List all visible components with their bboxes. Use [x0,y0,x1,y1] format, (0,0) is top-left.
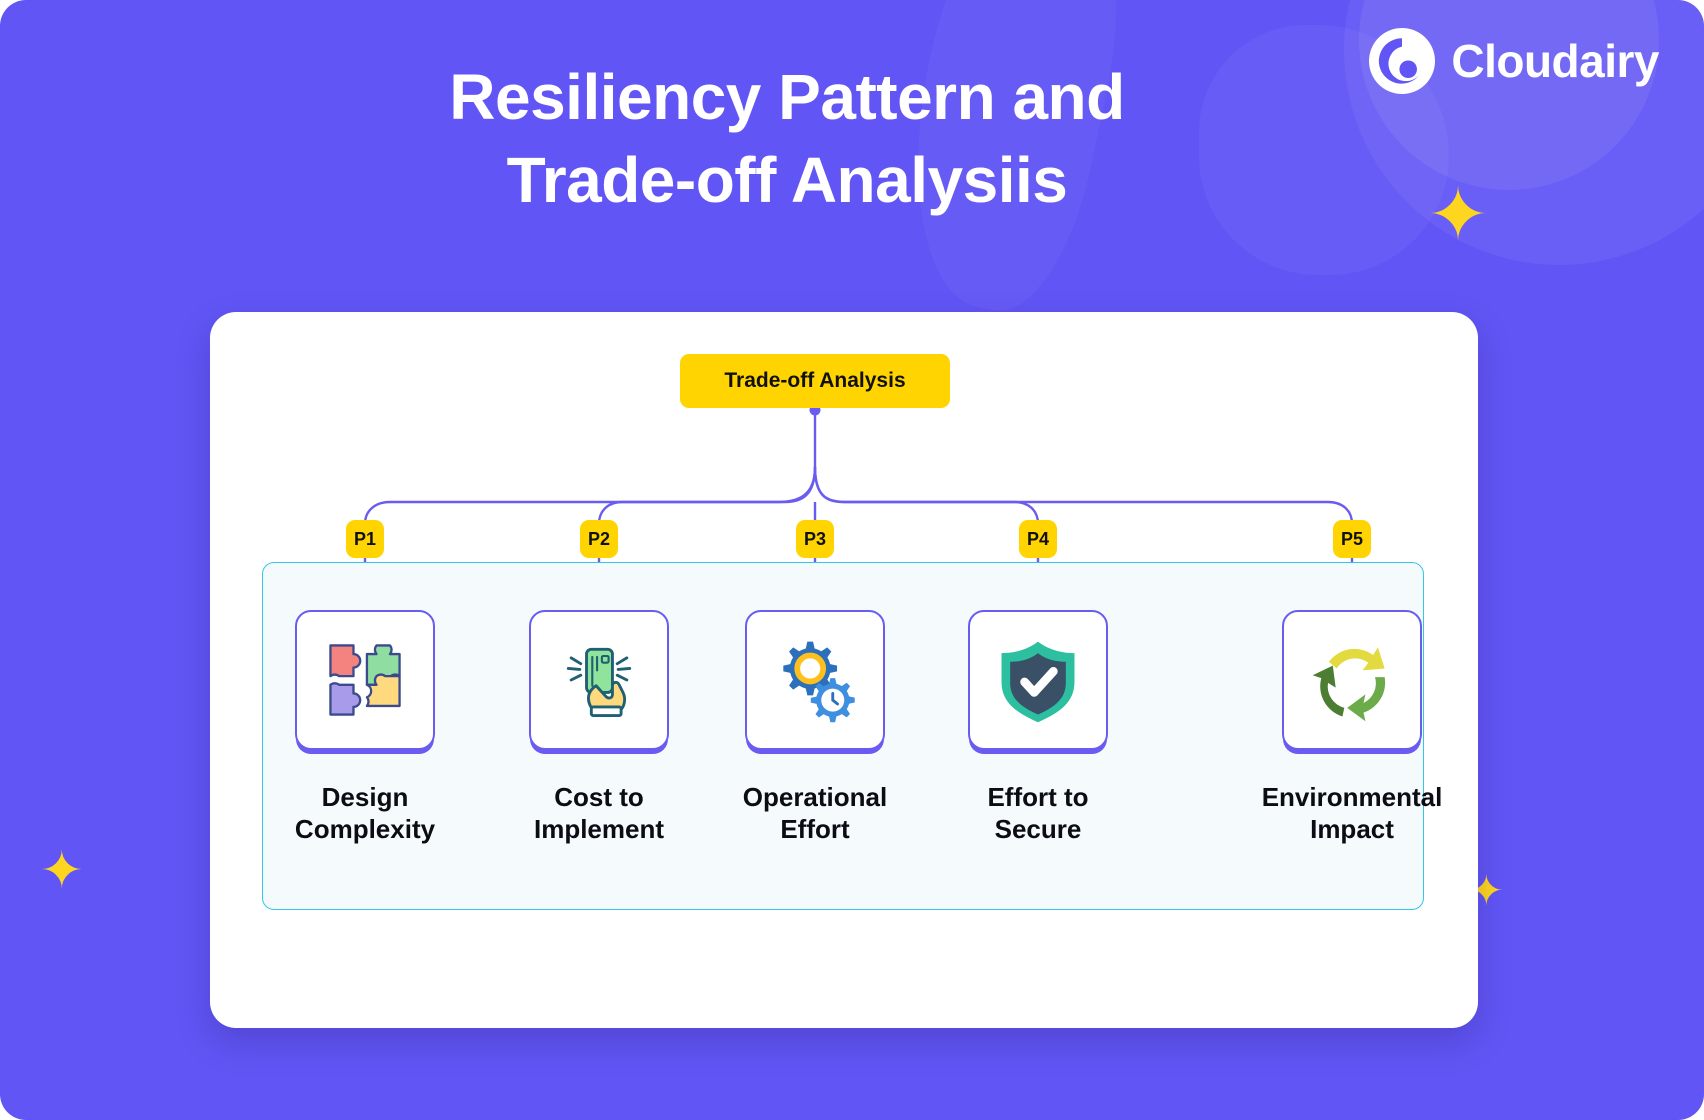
leaf-design-complexity[interactable]: Design Complexity [291,610,439,845]
shield-check-icon [1001,641,1075,723]
root-node-trade-off-analysis[interactable]: Trade-off Analysis [680,354,950,408]
branch-badge-p5-label: P5 [1340,528,1364,549]
hand-tap-card-icon [566,647,632,717]
leaf-operational-effort[interactable]: Operational Effort [741,610,889,845]
cloudairy-swirl-icon [1369,28,1436,94]
page-title-line-1: Resiliency Pattern and [449,61,1125,133]
diagram-card: Trade-off Analysis P1 P2 P3 P4 P5 [210,312,1478,1028]
branch-badge-p4[interactable]: P4 [1019,520,1057,558]
branch-badge-p4-label: P4 [1026,528,1050,549]
page-title: Resiliency Pattern and Trade-off Analysi… [0,56,1704,222]
branch-badge-p3-label: P3 [803,528,827,549]
leaf-tile-4[interactable] [968,610,1108,750]
page-title-line-2: Trade-off Analysiis [506,144,1068,217]
branch-badge-p2[interactable]: P2 [580,520,618,558]
leaf-tile-5[interactable] [1282,610,1422,750]
branch-badge-p3[interactable]: P3 [796,520,834,558]
leaf-effort-to-secure[interactable]: Effort to Secure [964,610,1112,845]
sparkle-icon-bottom-left: ✦ [40,842,84,900]
branch-badge-p1-label: P1 [353,528,377,549]
leaf-tile-2[interactable] [529,610,669,750]
leaf-caption-2: Cost to Implement [533,782,665,844]
puzzle-pieces-icon [329,644,401,716]
leaf-caption-5: Environmental Impact [1261,782,1443,844]
leaf-tile-3[interactable] [745,610,885,750]
leaf-cost-to-implement[interactable]: Cost to Implement [525,610,673,845]
leaf-caption-1: Design Complexity [294,782,436,844]
sparkle-icon-top-right: ✦ [1426,173,1489,256]
gears-icon [783,641,855,723]
leaf-tile-1[interactable] [295,610,435,750]
leaf-caption-4: Effort to Secure [987,782,1089,844]
root-node-label: Trade-off Analysis [724,369,906,392]
branch-badge-p2-label: P2 [587,528,611,549]
brand-wordmark: Cloudairy [1451,35,1659,87]
branch-badge-p5[interactable]: P5 [1333,520,1371,558]
branch-badge-p1[interactable]: P1 [346,520,384,558]
leaf-environmental-impact[interactable]: Environmental Impact [1262,610,1442,845]
leaf-caption-3: Operational Effort [742,782,888,844]
recycle-arrows-icon [1312,647,1386,722]
brand-logo[interactable]: Cloudairy [1369,28,1659,94]
